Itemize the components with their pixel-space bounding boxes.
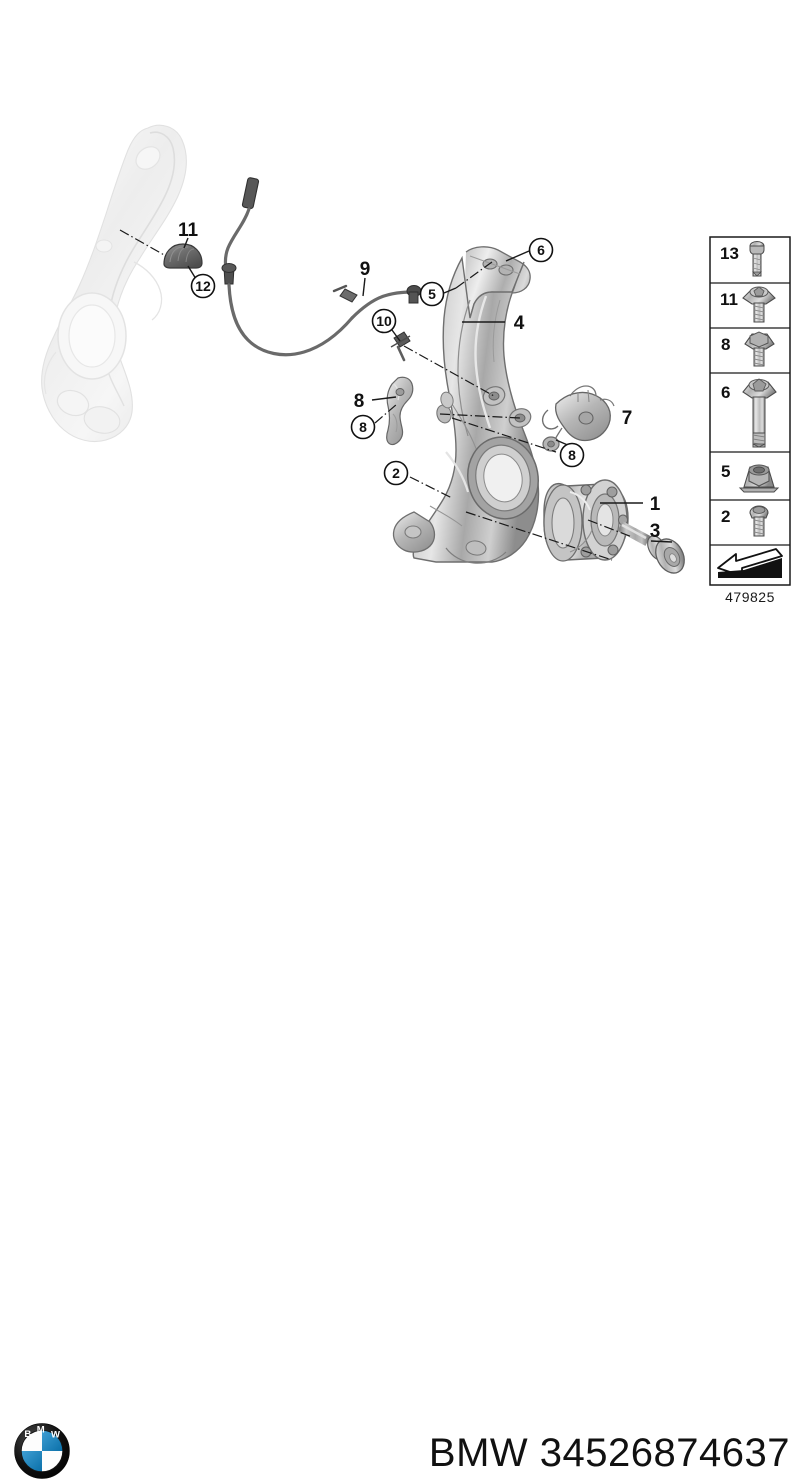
technical-illustration: 1 3 4 7 8 9 11 2 5 6 8 — [41, 124, 791, 586]
callout-4: 4 — [514, 313, 525, 334]
footer-branding-bar: B M W BMW 34526874637 — [0, 700, 800, 1479]
legend-label-11: 11 — [720, 290, 738, 309]
direction-arrow-icon — [717, 548, 783, 578]
parts-diagram-root: 1 3 4 7 8 9 11 2 5 6 8 — [0, 124, 800, 1479]
callout-9: 8 — [354, 391, 365, 412]
callout-circle-11: 10 — [371, 308, 397, 334]
torx-head-screw-icon — [749, 505, 769, 537]
svg-text:12: 12 — [195, 278, 211, 294]
long-flange-bolt-icon — [742, 378, 777, 448]
part-number-title: BMW 34526874637 — [428, 1431, 790, 1475]
callout-circle-8-left: 8 — [350, 414, 376, 440]
callout-numbers-circled: 2 5 6 8 8 10 1 — [190, 237, 585, 486]
legend-label-6: 6 — [721, 383, 730, 402]
svg-text:2: 2 — [392, 465, 400, 481]
callout-7: 7 — [622, 408, 633, 429]
legend-reference-number: 479825 — [725, 589, 775, 605]
pan-head-screw-icon — [749, 241, 765, 277]
callout-circle-6: 6 — [528, 237, 554, 263]
abs-speed-sensor-cable — [221, 177, 422, 362]
steering-knuckle-body — [392, 246, 540, 564]
axle-shaft-collar-bolt — [617, 521, 685, 574]
callout-1: 1 — [650, 494, 661, 515]
hex-flange-nut-icon — [738, 464, 780, 493]
legend-label-8: 8 — [721, 335, 730, 354]
svg-text:6: 6 — [537, 242, 545, 258]
wheel-speed-sensor-bracket — [541, 385, 615, 452]
callout-10: 9 — [360, 259, 371, 280]
svg-text:10: 10 — [376, 313, 392, 329]
callout-circle-2: 2 — [383, 460, 409, 486]
callout-numbers-plain: 1 3 4 7 8 9 11 — [178, 220, 661, 542]
callout-circle-5: 5 — [419, 281, 445, 307]
svg-text:8: 8 — [359, 419, 367, 435]
svg-text:5: 5 — [428, 286, 436, 302]
wheel-hub-bearing-assembly — [543, 479, 629, 562]
callout-12: 11 — [178, 220, 199, 241]
callout-circle-13: 12 — [190, 273, 216, 299]
legend-label-5: 5 — [721, 462, 730, 481]
leader-lines — [119, 229, 673, 561]
brake-hose-bracket — [386, 376, 414, 446]
ghosted-reference-knuckle — [41, 124, 187, 443]
callout-circle-8-right: 8 — [559, 442, 585, 468]
grease-cover-cap — [163, 243, 203, 269]
hex-flange-bolt-icon — [744, 331, 775, 367]
legend-label-2: 2 — [721, 507, 730, 526]
svg-text:8: 8 — [568, 447, 576, 463]
fastener-legend-panel: 13 11 8 6 5 2 — [709, 236, 791, 586]
callout-3: 3 — [650, 521, 661, 542]
legend-label-13: 13 — [720, 244, 739, 263]
flange-head-bolt-icon — [742, 286, 776, 323]
